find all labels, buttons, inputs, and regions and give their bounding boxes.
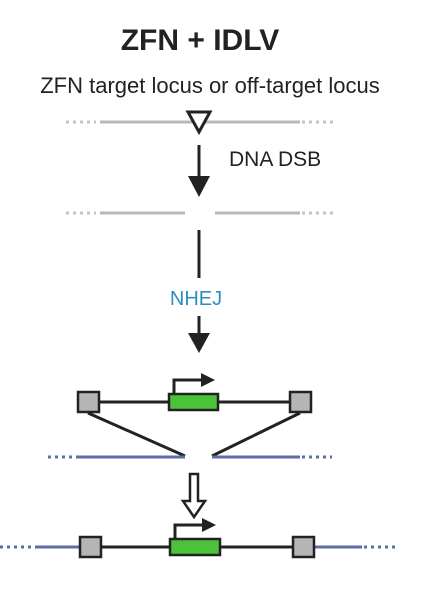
dsb-label: DNA DSB (229, 148, 321, 171)
intact-locus (66, 110, 334, 136)
vector-right-junction-line (211, 411, 301, 458)
integrated-promoter-arrowhead-icon (202, 518, 216, 532)
diagram-subtitle: ZFN target locus or off-target locus (40, 73, 380, 98)
integrated-promoter-arrow-icon (173, 523, 204, 538)
integrated-transgene-box (168, 537, 222, 557)
arrow-down-icon (188, 230, 210, 353)
integrated-ltr-left-box (78, 535, 103, 559)
diagram-title: ZFN + IDLV (121, 24, 280, 57)
promoter-arrowhead-icon (201, 373, 215, 387)
integrated-locus (0, 518, 398, 559)
ltr-left-box (76, 390, 101, 414)
idlv-vector (76, 373, 313, 458)
hollow-arrow-down-icon (180, 472, 208, 520)
transgene-box (167, 392, 220, 412)
vector-left-junction-line (87, 411, 186, 458)
arrow-down-icon (188, 145, 210, 197)
integrated-ltr-right-box (291, 535, 316, 559)
cut-site-triangle-icon (185, 110, 213, 136)
nhej-label: NHEJ (170, 288, 222, 310)
ltr-right-box (288, 390, 313, 414)
promoter-arrow-icon (172, 378, 203, 393)
